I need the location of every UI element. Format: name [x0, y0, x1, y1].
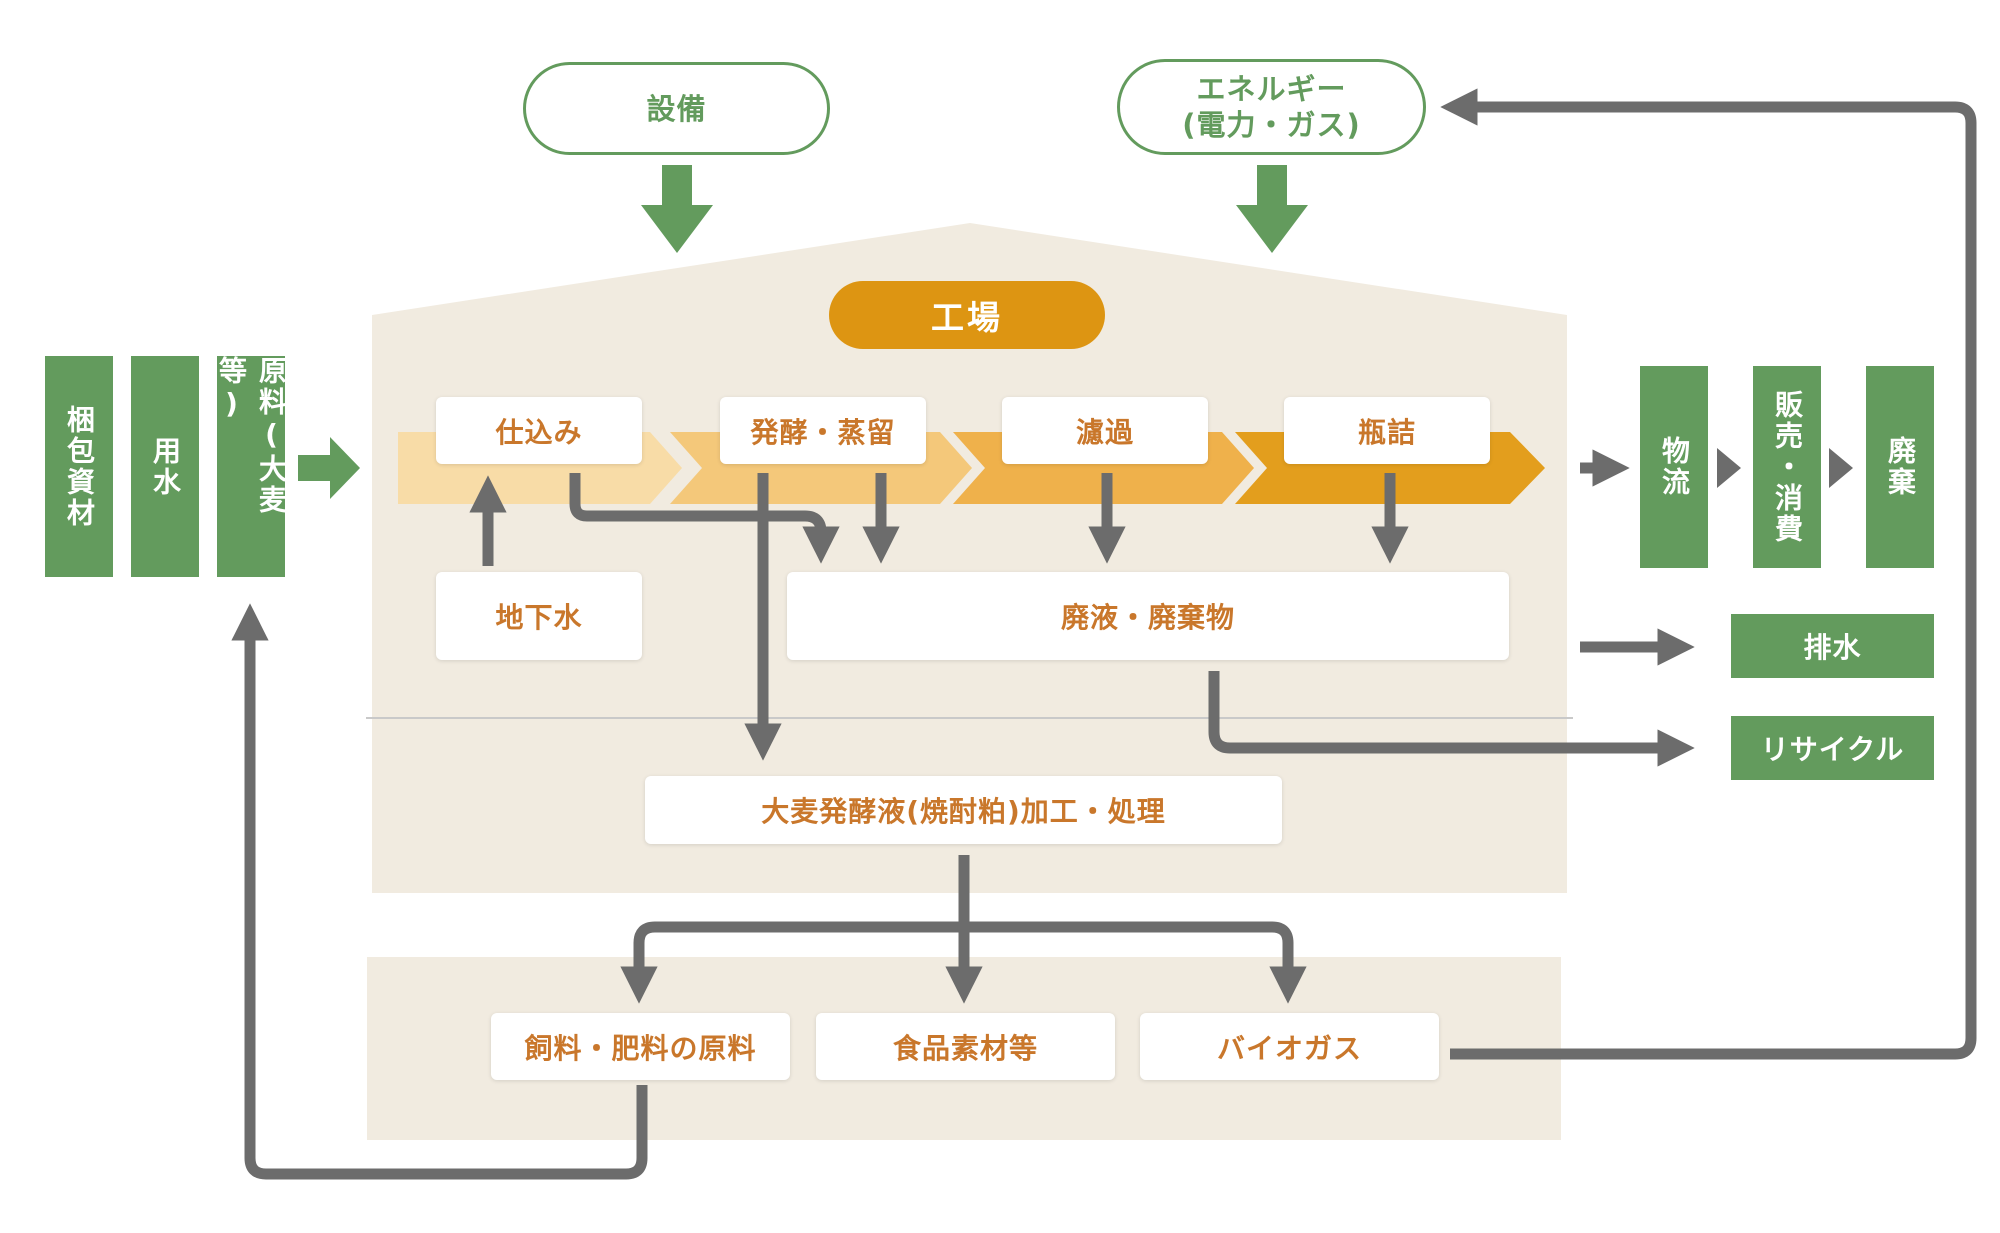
drainage-label: 排水 — [1803, 631, 1862, 664]
sales-consumption-node: 販売・消費 — [1753, 366, 1821, 568]
logistics-node: 物流 — [1640, 366, 1708, 568]
feed-fertilizer-label: 飼料・肥料の原料 — [524, 1031, 757, 1065]
energy-arrow — [1236, 165, 1308, 253]
barley-processing-label: 大麦発酵液(焼酎粕)加工・処理 — [761, 795, 1166, 828]
waste-label: 廃液・廃棄物 — [1060, 601, 1235, 634]
process-step-fermentation-label: 発酵・蒸留 — [750, 415, 896, 449]
energy-label-line2: (電力・ガス) — [1182, 108, 1361, 142]
equipment-label: 設備 — [646, 91, 707, 126]
process-step-filtration-label: 濾過 — [1075, 415, 1134, 449]
factory-building — [372, 223, 1567, 893]
equipment-node: 設備 — [523, 62, 830, 155]
energy-label-line1: エネルギー — [1196, 72, 1347, 106]
raw-materials-label: 原料(大麦等) — [215, 356, 288, 516]
energy-node: エネルギー (電力・ガス) — [1117, 59, 1426, 155]
process-step-filtration: 濾過 — [1002, 397, 1208, 464]
feed-to-raw-materials-arrow — [231, 603, 648, 1180]
barley-processing-node: 大麦発酵液(焼酎粕)加工・処理 — [645, 776, 1282, 844]
water-label: 用水 — [149, 435, 182, 498]
water-node: 用水 — [131, 356, 199, 577]
process-step-brewing: 仕込み — [436, 397, 642, 464]
step1-to-waste-arrow — [569, 473, 840, 564]
feed-fertilizer-node: 飼料・肥料の原料 — [491, 1013, 790, 1080]
food-materials-node: 食品素材等 — [816, 1013, 1115, 1080]
barley-processing-to-biogas-arrow — [964, 921, 1307, 1004]
biogas-to-energy-arrow — [1440, 88, 1977, 1060]
disposal-node: 廃棄 — [1866, 366, 1934, 568]
factory-title: 工場 — [829, 281, 1105, 349]
disposal-label: 廃棄 — [1884, 436, 1917, 498]
packaging-materials-node: 梱包資材 — [45, 356, 113, 577]
logistics-label: 物流 — [1658, 436, 1691, 498]
groundwater-node: 地下水 — [436, 572, 642, 660]
process-step-fermentation-distillation: 発酵・蒸留 — [720, 397, 926, 464]
sales-to-disposal-arrow — [1829, 448, 1853, 488]
logistics-to-sales-arrow — [1717, 448, 1741, 488]
process-step-bottling: 瓶詰 — [1284, 397, 1490, 464]
recycle-node: リサイクル — [1731, 716, 1934, 780]
biogas-node: バイオガス — [1140, 1013, 1439, 1080]
raw-materials-node: 原料(大麦等) — [215, 356, 288, 577]
drainage-node: 排水 — [1731, 614, 1934, 678]
recycle-label: リサイクル — [1760, 733, 1905, 766]
process-step-brewing-label: 仕込み — [495, 415, 583, 449]
groundwater-label: 地下水 — [495, 601, 583, 634]
process-step-bottling-label: 瓶詰 — [1357, 415, 1416, 449]
food-materials-label: 食品素材等 — [892, 1031, 1038, 1065]
barley-processing-to-feed-arrow — [620, 921, 964, 1004]
sales-consumption-label: 販売・消費 — [1771, 389, 1804, 545]
packaging-materials-label: 梱包資材 — [63, 404, 96, 529]
biogas-label: バイオガス — [1216, 1031, 1362, 1065]
equipment-arrow — [641, 165, 713, 253]
materials-arrow — [298, 437, 360, 499]
factory-title-label: 工場 — [931, 298, 1003, 337]
waste-node: 廃液・廃棄物 — [787, 572, 1509, 660]
waste-to-recycle-arrow — [1208, 671, 1695, 767]
